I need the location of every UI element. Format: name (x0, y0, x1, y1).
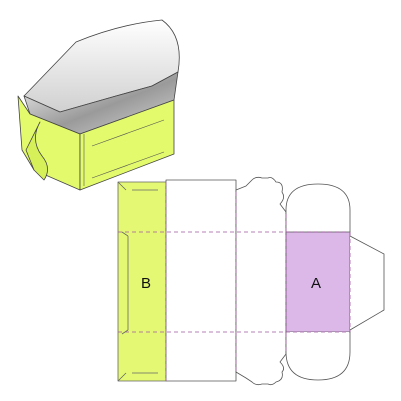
box-3d-illustration (17, 19, 180, 191)
panel-top-flap (285, 183, 351, 232)
box-crease (91, 151, 165, 179)
panel-bottom-flap (285, 332, 351, 381)
box-inner-flap (25, 121, 48, 181)
panel-b-notch (117, 372, 127, 382)
box-front-wall (79, 99, 175, 191)
panel-b-notch (117, 181, 127, 191)
box-crease (91, 119, 165, 147)
panel-b-inner-edge (121, 231, 129, 237)
panel-b (117, 181, 167, 382)
panel-main (165, 179, 237, 382)
panel-a (285, 231, 351, 333)
panel-tuck-tab (235, 176, 287, 386)
panel-right-flap (349, 235, 385, 331)
panel-a-label: A (311, 275, 321, 292)
fold-lines (118, 182, 351, 381)
panel-b-label: B (141, 275, 151, 292)
box-dieline (117, 176, 385, 386)
